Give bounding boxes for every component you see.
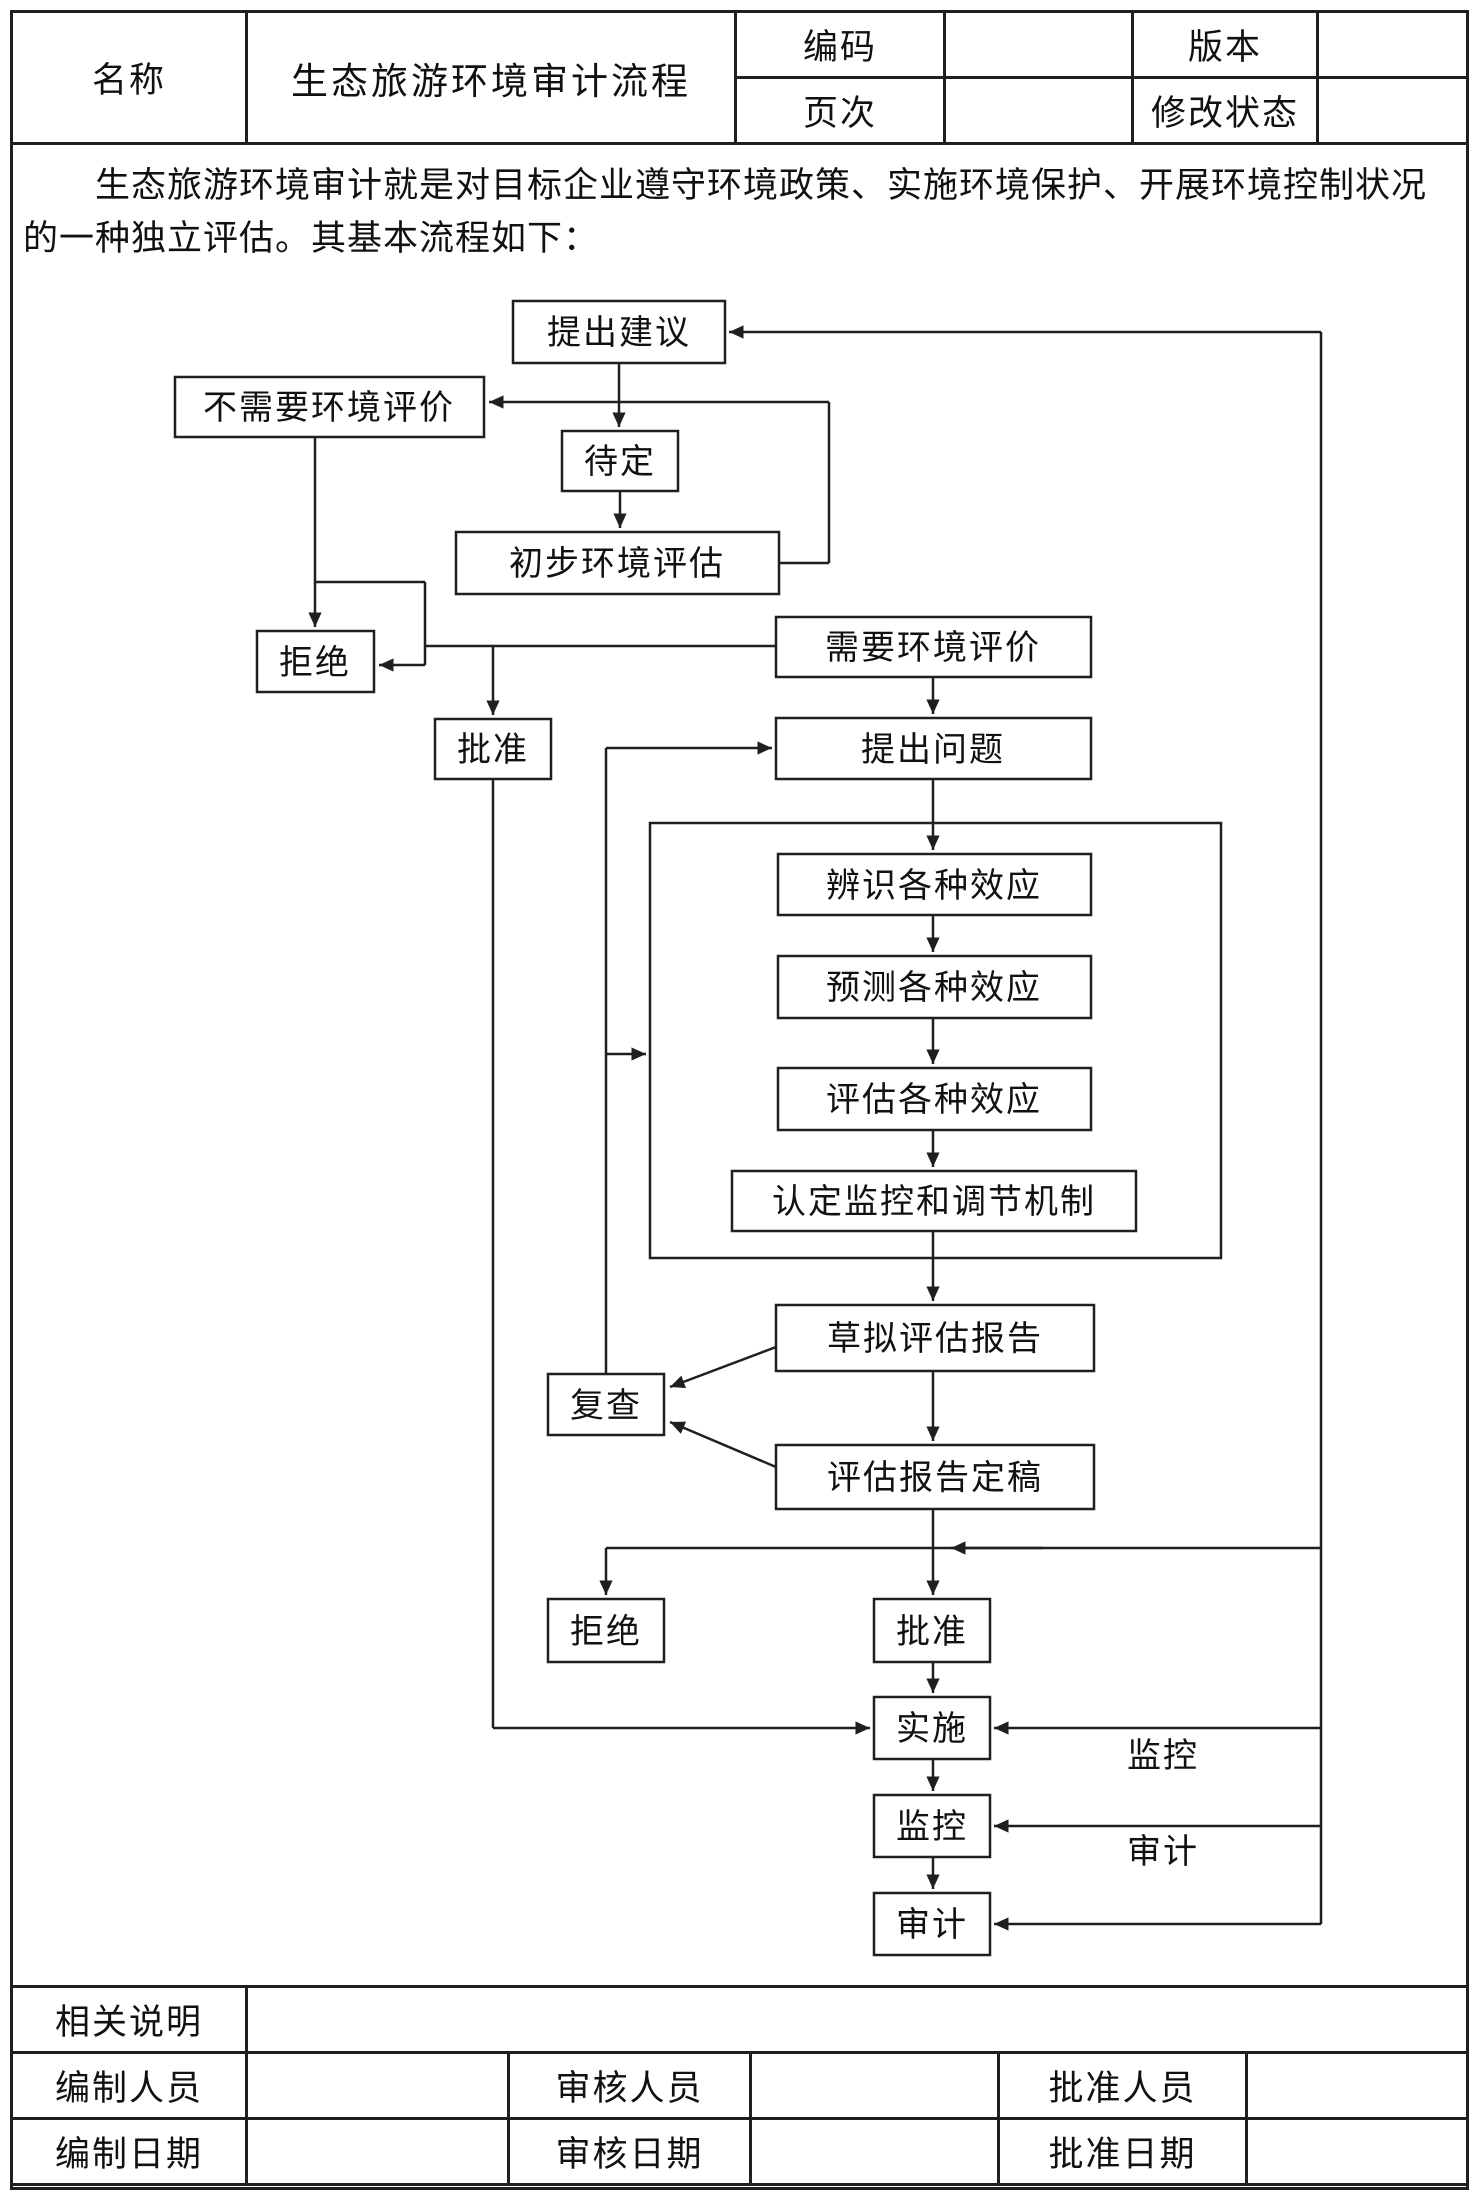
- header-version-label: 版本: [1134, 13, 1319, 79]
- footer-reviewed-date-value: [752, 2117, 1000, 2183]
- svg-text:复查: 复查: [570, 1387, 642, 1425]
- svg-text:需要环境评价: 需要环境评价: [825, 629, 1041, 667]
- feedback-label-audit: 审计: [1127, 1833, 1199, 1871]
- svg-text:不需要环境评价: 不需要环境评价: [203, 389, 455, 427]
- node-monitoring-mechanism: 认定监控和调节机制: [730, 1169, 1138, 1233]
- flowchart: 提出建议 不需要环境评价 待定 初步环境评估 拒绝 需要环境评价 批准 提出问: [173, 299, 1323, 1957]
- page-title: 生态旅游环境审计流程: [248, 13, 737, 145]
- header-code-label: 编码: [737, 13, 946, 79]
- node-raise-issues: 提出问题: [774, 716, 1093, 781]
- svg-text:初步环境评估: 初步环境评估: [509, 545, 725, 583]
- footer-prepared-date-label: 编制日期: [13, 2117, 248, 2183]
- footer-prepared-by-value: [248, 2051, 510, 2117]
- svg-text:评估各种效应: 评估各种效应: [826, 1081, 1042, 1119]
- header-revision-label: 修改状态: [1134, 79, 1319, 145]
- footer-approved-by-label: 批准人员: [1000, 2051, 1248, 2117]
- svg-text:提出建议: 提出建议: [547, 314, 691, 352]
- node-pending: 待定: [560, 429, 680, 493]
- footer-approved-date-label: 批准日期: [1000, 2117, 1248, 2183]
- footer-prepared-date-value: [248, 2117, 510, 2183]
- node-draft-report: 草拟评估报告: [774, 1303, 1096, 1373]
- svg-text:拒绝: 拒绝: [570, 1613, 642, 1651]
- svg-text:预测各种效应: 预测各种效应: [826, 969, 1042, 1007]
- effects-group-frame: [648, 821, 1223, 1260]
- node-reject-1: 拒绝: [255, 629, 376, 694]
- svg-text:拒绝: 拒绝: [279, 644, 351, 682]
- header-page-value: [946, 79, 1134, 145]
- svg-text:监控: 监控: [896, 1808, 968, 1846]
- node-eia-needed: 需要环境评价: [774, 615, 1093, 679]
- svg-text:待定: 待定: [584, 443, 656, 481]
- node-implement: 实施: [872, 1695, 992, 1761]
- node-no-eia-needed: 不需要环境评价: [173, 375, 486, 439]
- footer-reviewed-by-label: 审核人员: [510, 2051, 752, 2117]
- svg-text:批准: 批准: [896, 1613, 968, 1651]
- node-evaluate-effects: 评估各种效应: [776, 1066, 1093, 1132]
- footer-notes-value: [248, 1985, 1466, 2051]
- intro-paragraph: 生态旅游环境审计就是对目标企业遵守环境政策、实施环境保护、开展环境控制状况 的一…: [23, 159, 1460, 265]
- node-predict-effects: 预测各种效应: [776, 954, 1093, 1020]
- footer-reviewed-date-label: 审核日期: [510, 2117, 752, 2183]
- footer-reviewed-by-value: [752, 2051, 1000, 2117]
- node-preliminary-assessment: 初步环境评估: [454, 530, 781, 596]
- svg-text:审计: 审计: [896, 1906, 968, 1944]
- node-propose-suggestion: 提出建议: [511, 299, 727, 365]
- footer-bottom-strip: [13, 2183, 1466, 2187]
- header-name-label: 名称: [13, 13, 248, 145]
- node-review: 复查: [546, 1372, 666, 1437]
- svg-text:批准: 批准: [457, 731, 529, 769]
- svg-text:实施: 实施: [896, 1710, 968, 1748]
- node-identify-effects: 辨识各种效应: [776, 852, 1093, 917]
- header-revision-value: [1319, 79, 1466, 145]
- document-frame: 名称 生态旅游环境审计流程 编码 版本 页次 修改状态 生态旅游环境审计就是对目…: [10, 10, 1469, 2190]
- footer-approved-date-value: [1248, 2117, 1466, 2183]
- intro-line-2: 的一种独立评估。其基本流程如下：: [23, 219, 600, 258]
- svg-text:辨识各种效应: 辨识各种效应: [826, 867, 1042, 905]
- footer-approved-by-value: [1248, 2051, 1466, 2117]
- svg-text:草拟评估报告: 草拟评估报告: [827, 1320, 1043, 1358]
- svg-text:提出问题: 提出问题: [861, 731, 1005, 769]
- header-page-label: 页次: [737, 79, 946, 145]
- node-approve-2: 批准: [872, 1597, 992, 1664]
- feedback-label-monitor: 监控: [1127, 1737, 1199, 1775]
- node-monitor: 监控: [872, 1793, 992, 1859]
- node-audit: 审计: [872, 1891, 992, 1957]
- node-final-report: 评估报告定稿: [774, 1443, 1096, 1511]
- header-version-value: [1319, 13, 1466, 79]
- svg-text:认定监控和调节机制: 认定监控和调节机制: [772, 1183, 1096, 1221]
- intro-line-1: 生态旅游环境审计就是对目标企业遵守环境政策、实施环境保护、开展环境控制状况: [95, 166, 1428, 205]
- svg-text:评估报告定稿: 评估报告定稿: [827, 1459, 1043, 1497]
- flow-connectors: [308, 325, 1323, 1931]
- header-code-value: [946, 13, 1134, 79]
- node-approve-1: 批准: [433, 717, 553, 781]
- node-reject-2: 拒绝: [546, 1597, 666, 1664]
- footer-prepared-by-label: 编制人员: [13, 2051, 248, 2117]
- footer-notes-label: 相关说明: [13, 1985, 248, 2051]
